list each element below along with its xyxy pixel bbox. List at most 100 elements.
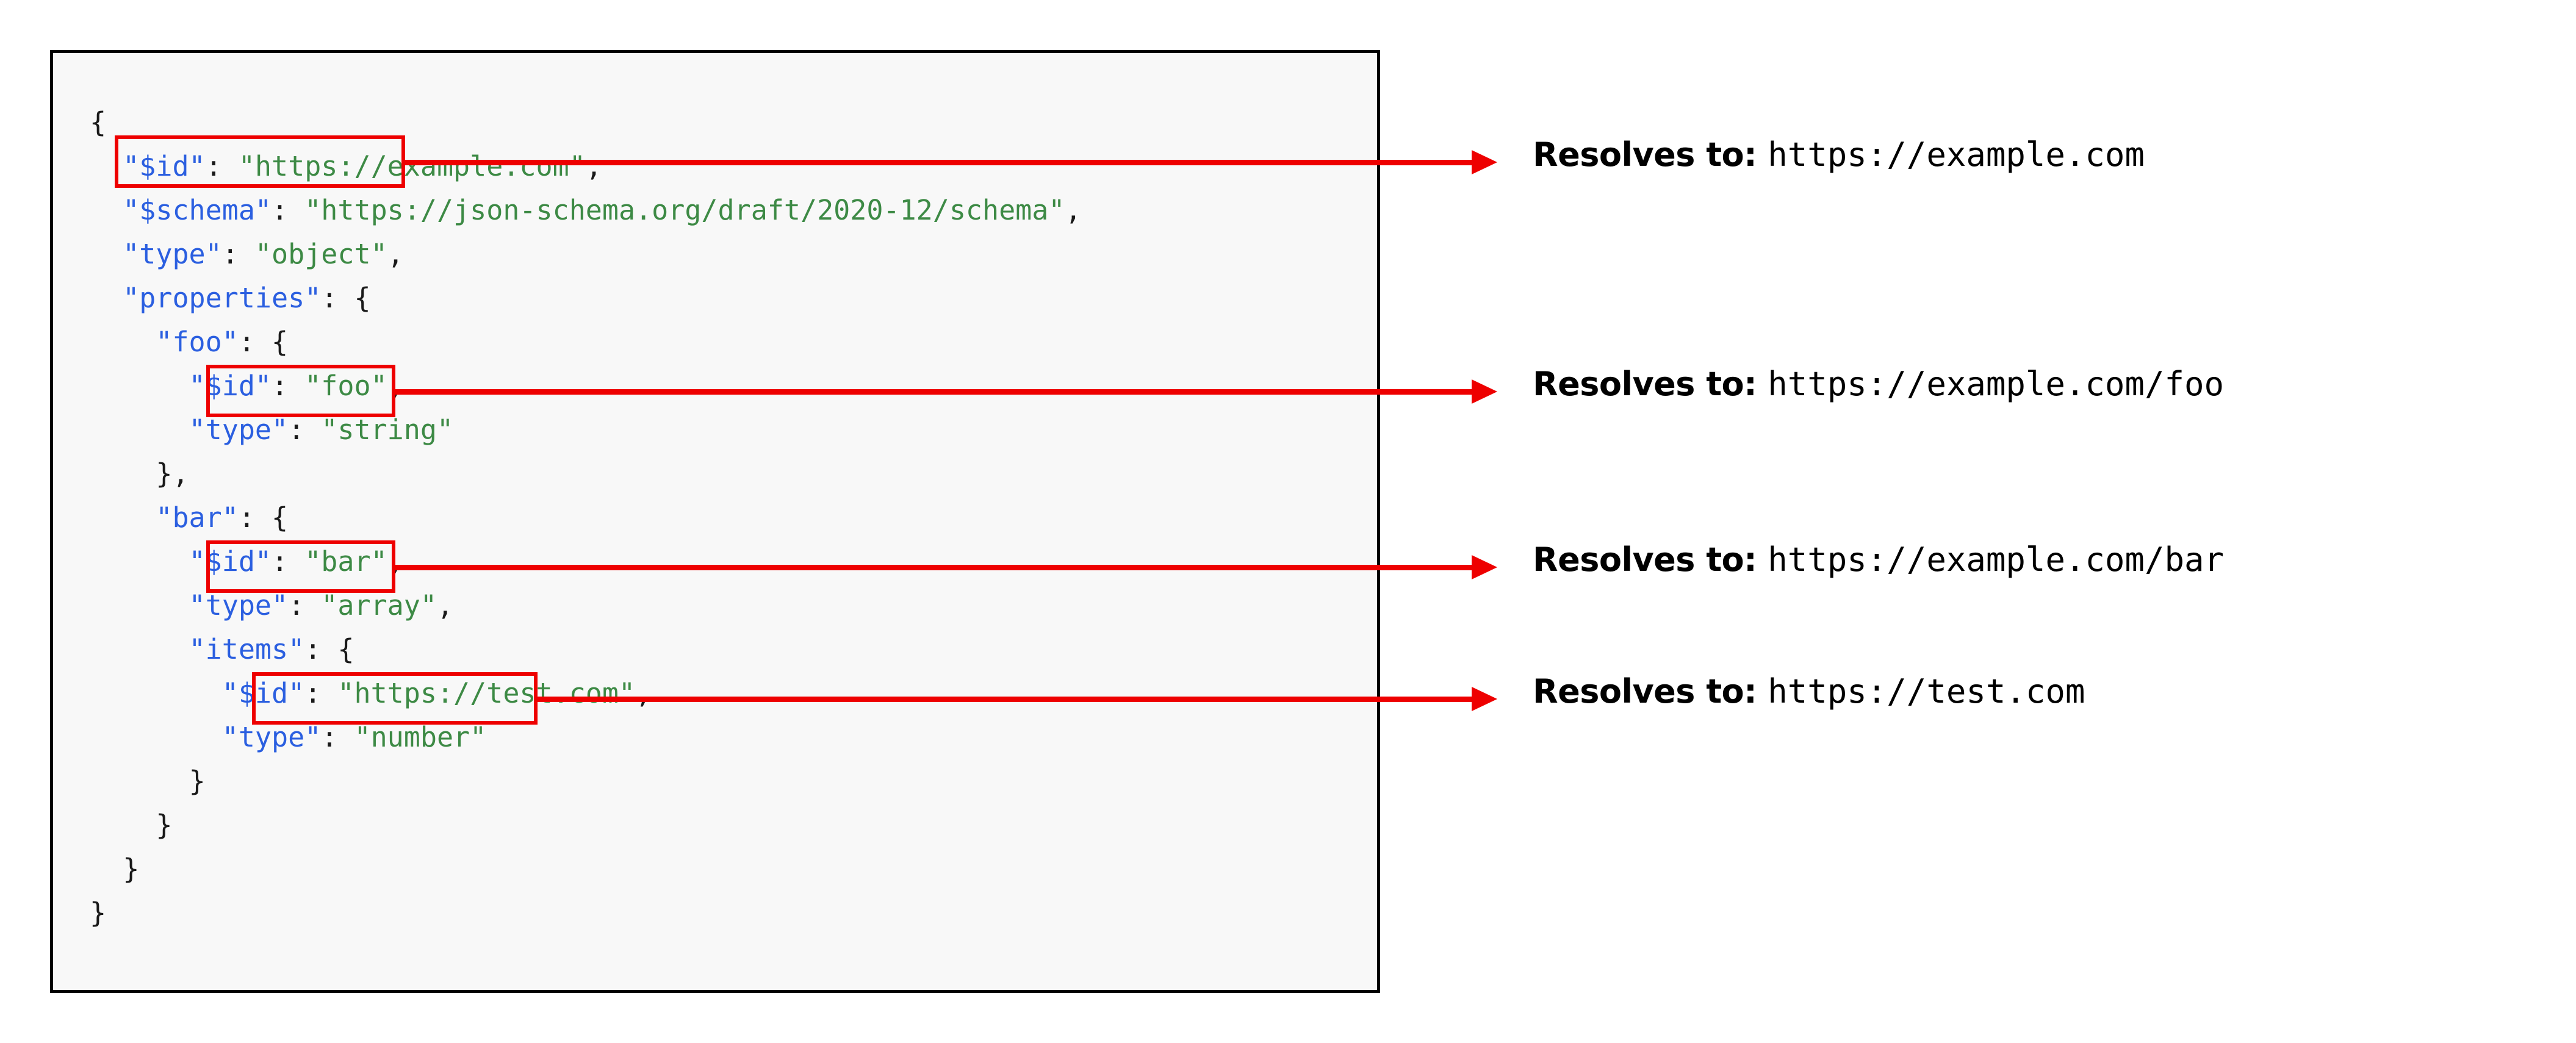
json-punctuation: , [387, 370, 404, 402]
resolved-url-value: https://example.com/foo [1768, 365, 2224, 403]
code-line: }, [90, 452, 1082, 496]
code-indent [90, 633, 189, 665]
code-indent [90, 589, 189, 622]
code-indent [90, 809, 156, 841]
code-indent [90, 194, 123, 226]
json-punctuation: { [90, 106, 107, 138]
resolves-to-row-2: Resolves to: https://example.com/foo [1533, 365, 2224, 403]
json-string-value: "string" [321, 414, 454, 446]
resolve-arrow-2 [395, 379, 1497, 404]
code-line: "type": "number" [90, 715, 1082, 759]
json-punctuation: , [585, 150, 602, 182]
resolves-to-label: Resolves to: [1533, 135, 1757, 174]
json-key: "type" [189, 414, 289, 446]
code-indent [90, 765, 189, 797]
json-code-block[interactable]: { "$id": "https://example.com", "$schema… [90, 101, 1082, 935]
json-key: "type" [221, 721, 322, 753]
resolved-url-value: https://example.com [1768, 135, 2145, 174]
json-string-value: "object" [254, 238, 387, 270]
json-punctuation: : [288, 589, 322, 622]
json-punctuation: , [1065, 194, 1082, 226]
json-string-value: "https://test.com" [337, 677, 636, 709]
json-punctuation: : { [321, 282, 371, 314]
code-indent [90, 282, 123, 314]
json-string-value: "bar" [304, 545, 387, 578]
json-key: "items" [189, 633, 305, 665]
json-key: "bar" [156, 501, 239, 534]
code-indent [90, 501, 156, 534]
json-key: "$id" [123, 150, 206, 182]
code-indent [90, 677, 222, 709]
json-key: "$id" [189, 370, 272, 402]
code-line: "properties": { [90, 276, 1082, 320]
json-key: "$id" [189, 545, 272, 578]
json-punctuation: : { [238, 501, 289, 534]
resolve-arrow-4 [538, 687, 1497, 711]
code-line: } [90, 891, 1082, 935]
code-indent [90, 457, 156, 490]
code-line: "$schema": "https://json-schema.org/draf… [90, 188, 1082, 232]
code-line: "foo": { [90, 320, 1082, 364]
code-indent [90, 238, 123, 270]
code-line: "type": "object", [90, 232, 1082, 276]
resolve-arrow-1 [405, 150, 1497, 174]
code-indent [90, 721, 222, 753]
code-line: "$id": "https://example.com", [90, 145, 1082, 188]
json-punctuation: : [321, 721, 354, 753]
code-line: "$id": "bar", [90, 540, 1082, 584]
resolves-to-label: Resolves to: [1533, 672, 1757, 711]
code-line: "bar": { [90, 496, 1082, 540]
resolved-url-value: https://test.com [1768, 672, 2085, 711]
resolve-arrow-3 [395, 555, 1497, 579]
code-line: "type": "array", [90, 584, 1082, 628]
json-string-value: "number" [354, 721, 487, 753]
json-punctuation: : [205, 150, 239, 182]
json-punctuation: } [156, 809, 173, 841]
code-indent [90, 326, 156, 358]
resolves-to-label: Resolves to: [1533, 540, 1757, 579]
json-key: "properties" [123, 282, 322, 314]
json-punctuation: : [272, 370, 305, 402]
json-punctuation: : [221, 238, 255, 270]
json-string-value: "foo" [304, 370, 387, 402]
json-punctuation: }, [156, 457, 189, 490]
json-key: "type" [189, 589, 289, 622]
json-code-panel: { "$id": "https://example.com", "$schema… [50, 50, 1380, 993]
code-line: "$id": "https://test.com", [90, 672, 1082, 715]
json-punctuation: : [304, 677, 338, 709]
code-indent [90, 414, 189, 446]
json-key: "type" [123, 238, 222, 270]
json-key: "$id" [221, 677, 305, 709]
json-key: "$schema" [123, 194, 272, 226]
json-punctuation: , [387, 238, 404, 270]
code-line: "items": { [90, 628, 1082, 672]
json-punctuation: } [189, 765, 206, 797]
json-punctuation: , [387, 545, 404, 578]
json-string-value: "https://example.com" [238, 150, 586, 182]
code-indent [90, 853, 123, 885]
json-punctuation: , [635, 677, 652, 709]
json-punctuation: } [90, 897, 107, 929]
code-line: "type": "string" [90, 408, 1082, 452]
resolves-to-row-1: Resolves to: https://example.com [1533, 135, 2145, 174]
json-key: "foo" [156, 326, 239, 358]
json-punctuation: } [123, 853, 140, 885]
json-string-value: "array" [321, 589, 437, 622]
json-string-value: "https://json-schema.org/draft/2020-12/s… [304, 194, 1065, 226]
code-line: { [90, 101, 1082, 145]
json-punctuation: : { [304, 633, 354, 665]
code-line: "$id": "foo", [90, 364, 1082, 408]
code-line: } [90, 759, 1082, 803]
json-punctuation: : [272, 194, 305, 226]
code-line: } [90, 847, 1082, 891]
code-indent [90, 370, 189, 402]
json-punctuation: : [272, 545, 305, 578]
resolves-to-label: Resolves to: [1533, 365, 1757, 403]
code-indent [90, 150, 123, 182]
resolved-url-value: https://example.com/bar [1768, 540, 2224, 579]
code-indent [90, 545, 189, 578]
json-punctuation: , [436, 589, 454, 622]
json-punctuation: : { [238, 326, 289, 358]
resolves-to-row-3: Resolves to: https://example.com/bar [1533, 540, 2224, 579]
code-line: } [90, 803, 1082, 847]
